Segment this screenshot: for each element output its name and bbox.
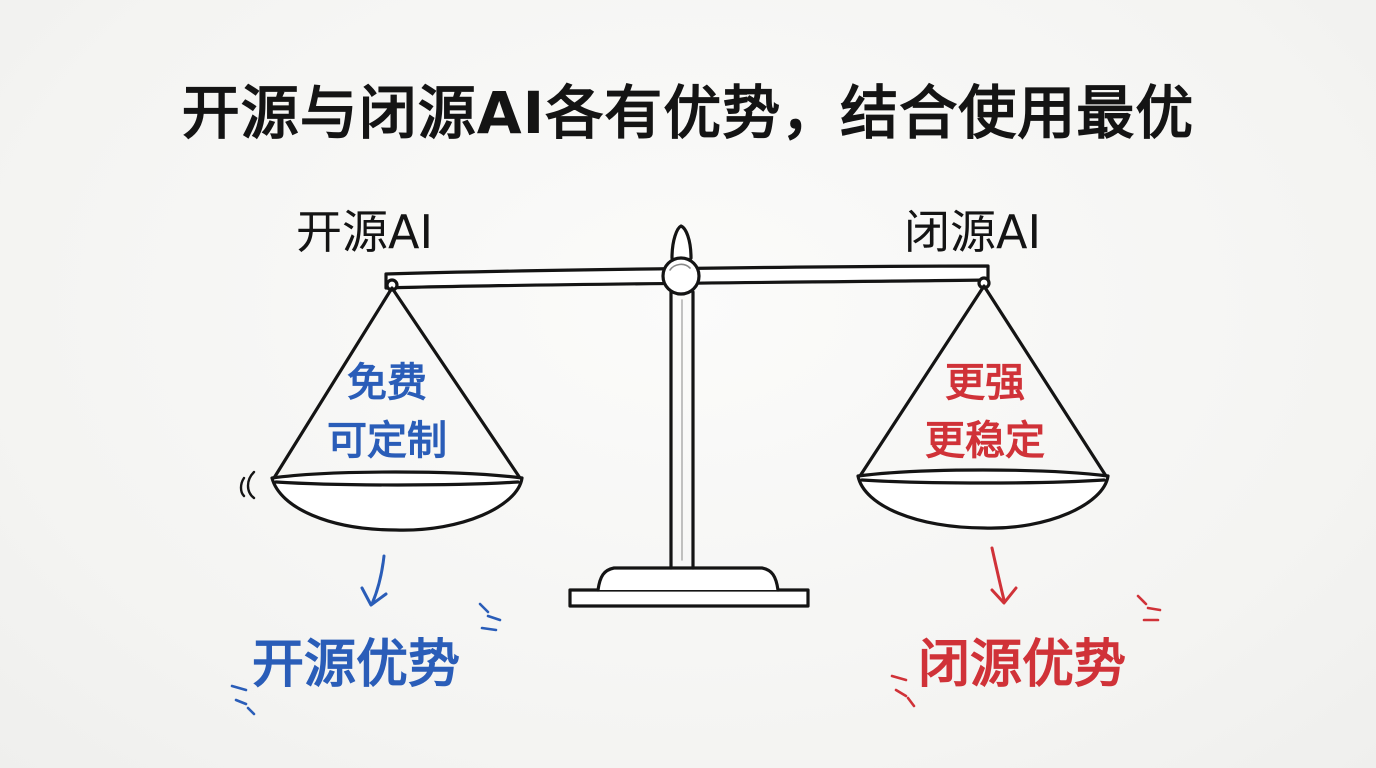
scale-pivot (661, 256, 701, 296)
scale-spike (670, 224, 693, 260)
right-down-arrow (990, 546, 1018, 605)
closed-source-benefit-1: 更强 (945, 360, 1025, 406)
diagram-title: 开源与闭源AI各有优势，结合使用最优 (181, 79, 1195, 147)
left-down-arrow (360, 554, 388, 607)
left-sparkle-marks (230, 602, 502, 716)
closed-source-label: 闭源AI (904, 205, 1042, 259)
closed-source-benefit-2: 更稳定 (925, 418, 1045, 464)
right-pan (856, 468, 1110, 530)
closed-source-advantage: 闭源优势 (918, 635, 1127, 695)
left-wobble-marks (239, 470, 256, 500)
open-source-pan-text: 免费 可定制 (312, 354, 462, 470)
right-sparkle-marks (890, 594, 1162, 708)
open-source-benefit-2: 可定制 (327, 418, 447, 464)
open-source-label: 开源AI (296, 205, 434, 259)
left-pan (270, 470, 524, 532)
open-source-advantage: 开源优势 (252, 635, 461, 695)
left-pan-strings (272, 286, 522, 480)
scale-base (568, 588, 810, 608)
open-source-benefit-1: 免费 (347, 360, 427, 406)
closed-source-pan-text: 更强 更稳定 (900, 354, 1070, 470)
scale-pillar (669, 290, 695, 570)
scale-base-top (596, 566, 780, 592)
right-pan-strings (858, 284, 1108, 478)
